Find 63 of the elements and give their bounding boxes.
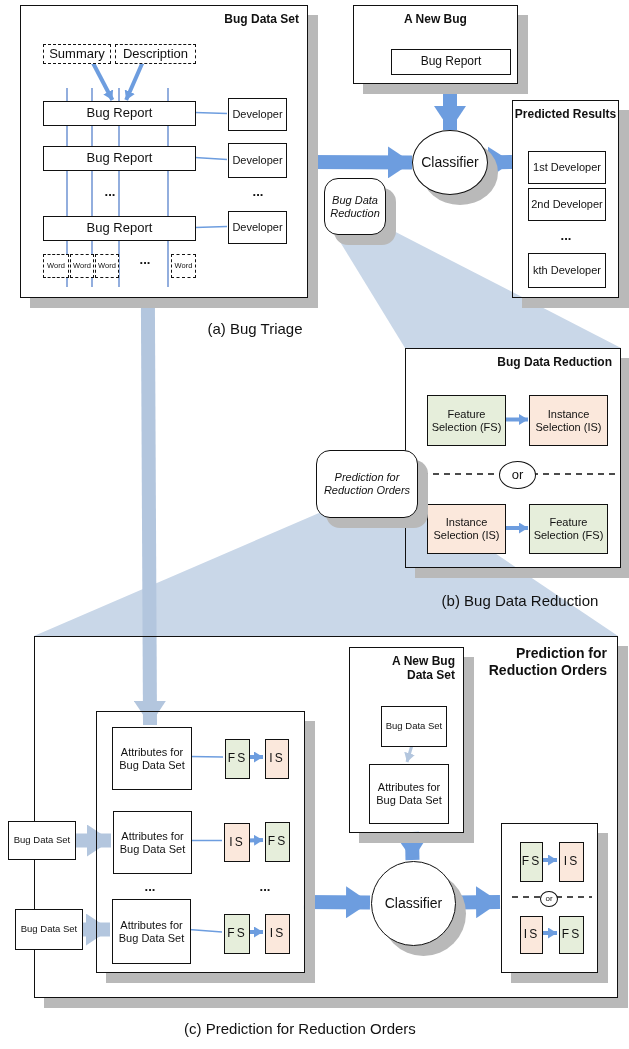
process-box: FS	[559, 916, 584, 954]
process-box: Bug Report	[391, 49, 511, 75]
arrow	[505, 414, 528, 425]
panel-heading: Prediction for Reduction Orders	[487, 645, 607, 679]
figure-caption: (b) Bug Data Reduction	[440, 592, 600, 609]
process-box: IS	[265, 914, 290, 954]
process-box: Bug Report	[43, 146, 196, 171]
figure-caption: (c) Prediction for Reduction Orders	[183, 1020, 417, 1037]
figure-caption: (a) Bug Triage	[206, 320, 304, 337]
process-box: Instance Selection (IS)	[427, 504, 506, 554]
process-box: 2nd Developer	[528, 188, 606, 221]
dashed-box: Summary	[43, 44, 111, 64]
process-box: Instance Selection (IS)	[529, 395, 608, 446]
process-box: Attributes for Bug Data Set	[113, 811, 192, 874]
process-box: Bug Data Set	[15, 909, 83, 950]
process-box: FS	[225, 739, 250, 779]
panel-heading: A New Bug Data Set	[391, 654, 455, 683]
ellipsis-mark: ...	[559, 228, 573, 243]
process-box: FS	[520, 842, 543, 882]
process-box: Developer	[228, 143, 287, 178]
panel-heading: A New Bug	[403, 12, 468, 27]
ellipse-node: or	[499, 461, 536, 489]
process-box: Feature Selection (FS)	[529, 504, 608, 554]
block-arrow	[76, 824, 111, 857]
process-box: Bug Report	[43, 216, 196, 241]
process-box: FS	[224, 914, 250, 954]
process-box: Bug Data Set	[381, 706, 447, 747]
arrow	[541, 854, 557, 866]
panel-heading: Bug Data Reduction	[497, 355, 612, 370]
process-box: FS	[265, 822, 290, 862]
connector-line	[194, 225, 228, 229]
block-arrow	[83, 913, 110, 946]
ellipsis-mark: ...	[138, 252, 152, 267]
process-box: Bug Report	[43, 101, 196, 126]
process-box: Developer	[228, 98, 287, 131]
process-box: kth Developer	[528, 253, 606, 288]
process-box: IS	[265, 739, 289, 779]
panel-heading: Predicted Results	[513, 107, 618, 122]
process-box: 1st Developer	[528, 151, 606, 184]
process-box: Feature Selection (FS)	[427, 395, 506, 446]
ellipsis-mark: ...	[103, 184, 117, 199]
connector-line	[194, 156, 228, 161]
process-box: IS	[520, 916, 543, 954]
process-box: Attributes for Bug Data Set	[112, 727, 192, 790]
connector-line	[194, 111, 228, 115]
process-box: IS	[224, 823, 250, 862]
arrow	[124, 62, 145, 101]
arrow	[248, 751, 263, 763]
process-box: Attributes for Bug Data Set	[112, 899, 191, 964]
ellipsis-mark: ...	[143, 879, 157, 894]
process-box: Bug Data Set	[8, 821, 76, 860]
ellipse-node: or	[540, 891, 558, 907]
arrow	[91, 62, 115, 101]
panel-heading: Bug Data Set	[224, 12, 299, 27]
dashed-box: Description	[115, 44, 196, 64]
process-box: IS	[559, 842, 584, 882]
arrow	[505, 522, 528, 534]
ellipsis-mark: ...	[251, 184, 265, 199]
arrow	[541, 927, 557, 939]
process-box: Attributes for Bug Data Set	[369, 764, 449, 824]
arrow	[248, 926, 263, 938]
ellipsis-mark: ...	[258, 879, 272, 894]
process-box: Developer	[228, 211, 287, 244]
